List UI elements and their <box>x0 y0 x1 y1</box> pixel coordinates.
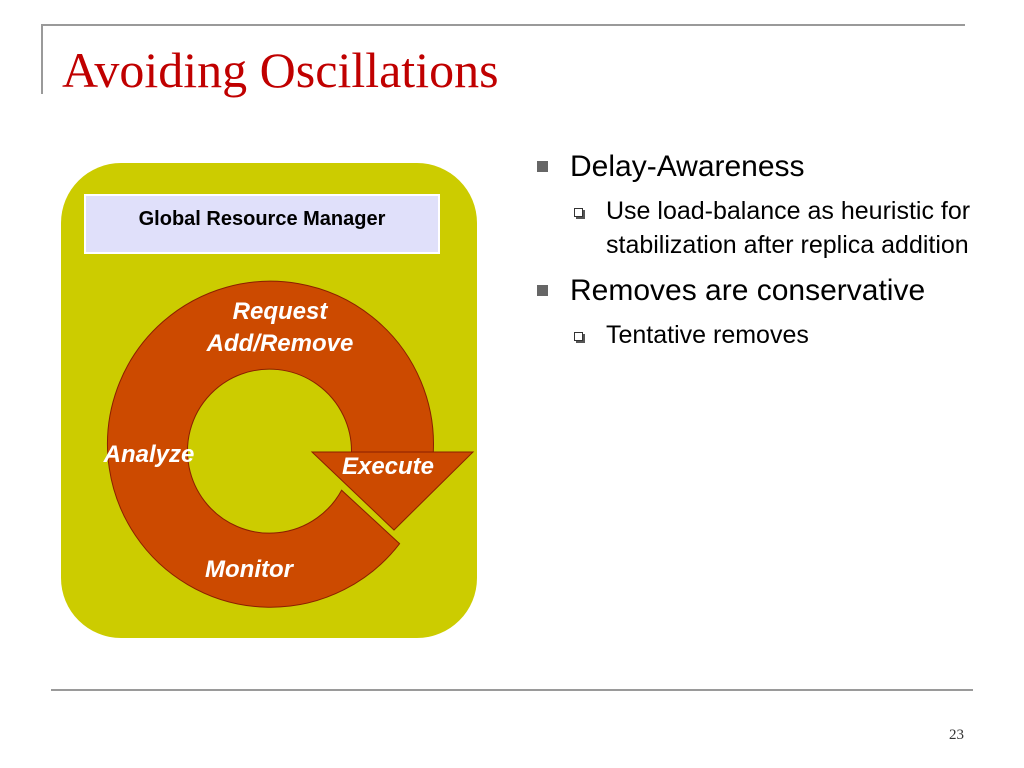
hollow-square-bullet-icon <box>574 208 583 217</box>
analyze-label: Analyze <box>103 441 195 468</box>
global-resource-manager-box: Global Resource Manager <box>84 194 440 254</box>
frame-top-rule <box>41 24 965 26</box>
sub-bullet-list: Tentative removes <box>534 318 974 352</box>
monitor-label: Monitor <box>205 556 293 583</box>
sub-bullet-text: Use load-balance as heuristic for stabil… <box>606 197 971 259</box>
slide-title: Avoiding Oscillations <box>62 42 499 98</box>
hollow-square-bullet-icon <box>574 332 583 341</box>
cycle-ring <box>106 280 434 608</box>
frame-bottom-rule <box>51 689 973 691</box>
sub-bullet-list: Use load-balance as heuristic for stabil… <box>534 194 974 262</box>
page-number: 23 <box>949 727 964 743</box>
frame-left-rule <box>41 24 43 94</box>
sub-bullet-load-balance: Use load-balance as heuristic for stabil… <box>534 194 974 262</box>
bullet-text: Delay-Awareness <box>570 150 805 183</box>
bullet-delay-awareness: Delay-Awareness Use load-balance as heur… <box>534 146 974 262</box>
bullet-text: Removes are conservative <box>570 274 926 307</box>
execute-label: Execute <box>341 453 435 480</box>
square-bullet-icon <box>537 285 548 296</box>
cycle-arrowhead <box>310 451 475 531</box>
bullet-removes-conservative: Removes are conservative Tentative remov… <box>534 270 974 352</box>
bullet-list: Delay-Awareness Use load-balance as heur… <box>534 146 974 360</box>
square-bullet-icon <box>537 161 548 172</box>
sub-bullet-tentative-removes: Tentative removes <box>534 318 974 352</box>
sub-bullet-text: Tentative removes <box>606 321 809 349</box>
